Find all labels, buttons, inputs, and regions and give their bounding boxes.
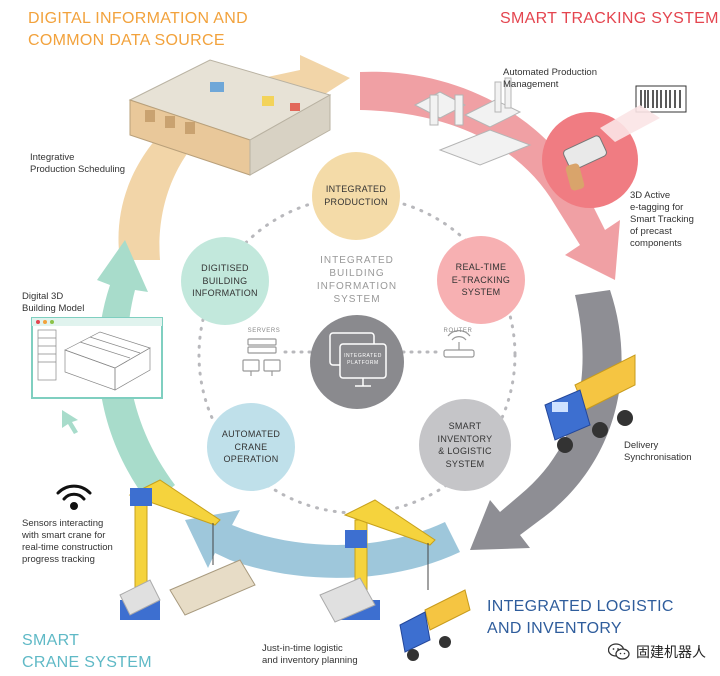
arrow-mint xyxy=(97,240,175,505)
node-real-time-tracking xyxy=(437,236,525,324)
crane-middle xyxy=(319,499,436,623)
wechat-icon xyxy=(607,643,630,661)
arrow-grey xyxy=(470,290,622,550)
servers-icon xyxy=(242,338,281,376)
center-title: INTEGRATED BUILDING INFORMATION SYSTEM xyxy=(316,255,398,305)
corner-title-smart-crane: SMART CRANE SYSTEM xyxy=(22,632,152,671)
note-sensors-crane: Sensors interacting with smart crane for… xyxy=(22,518,113,565)
watermark: 固建机器人 xyxy=(607,642,706,662)
platform-label: INTEGRATED PLATFORM xyxy=(344,353,382,366)
node-label-automated-crane: AUTOMATED CRANE OPERATION xyxy=(221,429,281,464)
note-automated-production: Automated Production Management xyxy=(503,67,598,90)
node-label-digitised-building: DIGITISED BUILDING INFORMATION xyxy=(192,263,258,298)
production-units-illustration xyxy=(413,77,532,166)
corner-title-smart-tracking: SMART TRACKING SYSTEM xyxy=(500,10,719,27)
handheld-scanner xyxy=(563,135,607,171)
note-jit-logistic: Just-in-time logistic and inventory plan… xyxy=(262,643,358,666)
scanner-beam xyxy=(600,105,660,142)
router-label: ROUTER xyxy=(443,328,473,334)
barcode-illustration xyxy=(635,85,687,113)
node-integrated-production xyxy=(312,152,400,240)
router-icon xyxy=(443,330,475,358)
delivery-truck xyxy=(544,354,636,453)
node-digitised-building xyxy=(181,237,269,325)
node-label-smart-inventory: SMART INVENTORY & LOGISTIC SYSTEM xyxy=(437,421,493,469)
note-digital-3d-model: Digital 3D Building Model xyxy=(22,291,85,314)
crane-left xyxy=(119,479,256,620)
node-label-real-time-tracking: REAL-TIME E-TRACKING SYSTEM xyxy=(451,262,511,297)
arrow-blue xyxy=(185,510,460,578)
model-screen xyxy=(31,317,163,434)
node-smart-inventory xyxy=(419,399,511,491)
node-automated-crane xyxy=(207,403,295,491)
inner-dotted-ring xyxy=(197,195,517,515)
watermark-text: 固建机器人 xyxy=(636,644,706,660)
wifi-icon xyxy=(56,484,92,510)
node-label-integrated-production: INTEGRATED PRODUCTION xyxy=(324,184,388,207)
building-illustration xyxy=(128,59,332,176)
note-e-tagging: 3D Active e-tagging for Smart Tracking o… xyxy=(630,190,694,249)
note-integrative-scheduling: Integrative Production Scheduling xyxy=(30,152,126,175)
corner-title-logistic-inventory: INTEGRATED LOGISTIC AND INVENTORY xyxy=(487,598,674,637)
servers-label: SERVERS xyxy=(247,328,281,334)
small-truck xyxy=(399,589,471,661)
note-delivery-sync: Delivery Synchronisation xyxy=(624,440,692,463)
corner-title-digital-info: DIGITAL INFORMATION AND COMMON DATA SOUR… xyxy=(28,10,248,49)
